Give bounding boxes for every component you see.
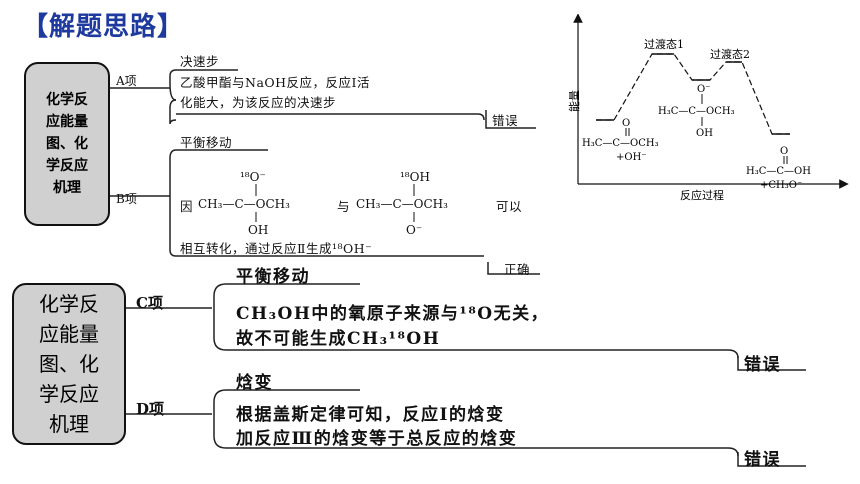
option-b-tag: 平衡移动 [180, 135, 233, 150]
topic-box-large-label: 化学反 应能量 图、化 学反应 机理 [39, 292, 99, 436]
option-b-text-prefix: 因 [180, 199, 194, 214]
energy-product: H₃C—C—OH [746, 166, 811, 177]
option-d-label: D项 [136, 400, 165, 418]
b-struct1-top: ¹⁸O⁻ [240, 170, 266, 184]
option-c-line1: CH₃OH中的氧原子来源与¹⁸O无关， [236, 304, 550, 324]
option-b-label: B项 [116, 192, 137, 206]
option-a-tag: 决速步 [180, 54, 220, 69]
option-d-line1: 根据盖斯定律可知，反应Ⅰ的焓变 [236, 405, 505, 425]
svg-text:O⁻: O⁻ [697, 84, 710, 95]
topic-box-small-label: 化学反 应能量 图、化 学反应 机理 [46, 92, 88, 196]
b-struct2-top: ¹⁸OH [400, 170, 430, 184]
energy-ylabel: 能量 [567, 90, 581, 112]
svg-text:O: O [622, 118, 630, 129]
b-struct1-row: CH₃—C—OCH₃ [198, 197, 290, 211]
energy-xlabel: 反应过程 [680, 188, 724, 202]
option-d-line2: 加反应Ⅲ的焓变等于总反应的焓变 [236, 429, 518, 449]
svg-text:OH: OH [696, 128, 713, 139]
option-c-verdict: 错误 [744, 355, 781, 375]
option-c-line2: 故不可能生成CH₃¹⁸OH [236, 329, 441, 349]
option-b-text-suffix: 可以 [496, 199, 523, 214]
option-a-line2: 化能大，为该反应的决速步 [180, 95, 337, 110]
b-struct2-row: CH₃—C—OCH₃ [356, 197, 448, 211]
option-b-line2: 相互转化，通过反应Ⅱ生成¹⁸OH⁻ [180, 241, 373, 256]
energy-product-plus: +CH₃O⁻ [760, 180, 802, 191]
page-title: 【解题思路】 [22, 12, 185, 42]
energy-reactant-plus: +OH⁻ [616, 152, 647, 163]
option-c-tag: 平衡移动 [236, 267, 310, 287]
b-struct2-bottom: O⁻ [406, 223, 422, 237]
topic-box-large: 化学反 应能量 图、化 学反应 机理 [12, 283, 126, 445]
energy-diagram: 能量 反应过程 过渡态1 过渡态2 O H₃C—C—OCH₃ +OH⁻ O⁻ H… [567, 14, 849, 202]
energy-ts1: 过渡态1 [644, 37, 684, 51]
topic-box-small: 化学反 应能量 图、化 学反应 机理 [24, 62, 110, 226]
option-a-line1: 乙酸甲酯与NaOH反应，反应Ⅰ活 [180, 75, 370, 90]
option-a-label: A项 [116, 74, 137, 88]
energy-intermediate: H₃C—C—OCH₃ [658, 106, 735, 117]
energy-reactant: H₃C—C—OCH₃ [582, 138, 659, 149]
energy-ts2: 过渡态2 [710, 47, 750, 61]
svg-text:O: O [780, 146, 788, 157]
option-b-verdict: 正确 [504, 262, 531, 277]
b-struct1-bottom: OH [248, 223, 268, 237]
option-b-text-mid: 与 [337, 199, 351, 214]
option-c-label: C项 [136, 294, 163, 312]
option-a-verdict: 错误 [492, 113, 519, 128]
option-d-tag: 焓变 [236, 373, 273, 393]
option-d-verdict: 错误 [744, 450, 781, 470]
